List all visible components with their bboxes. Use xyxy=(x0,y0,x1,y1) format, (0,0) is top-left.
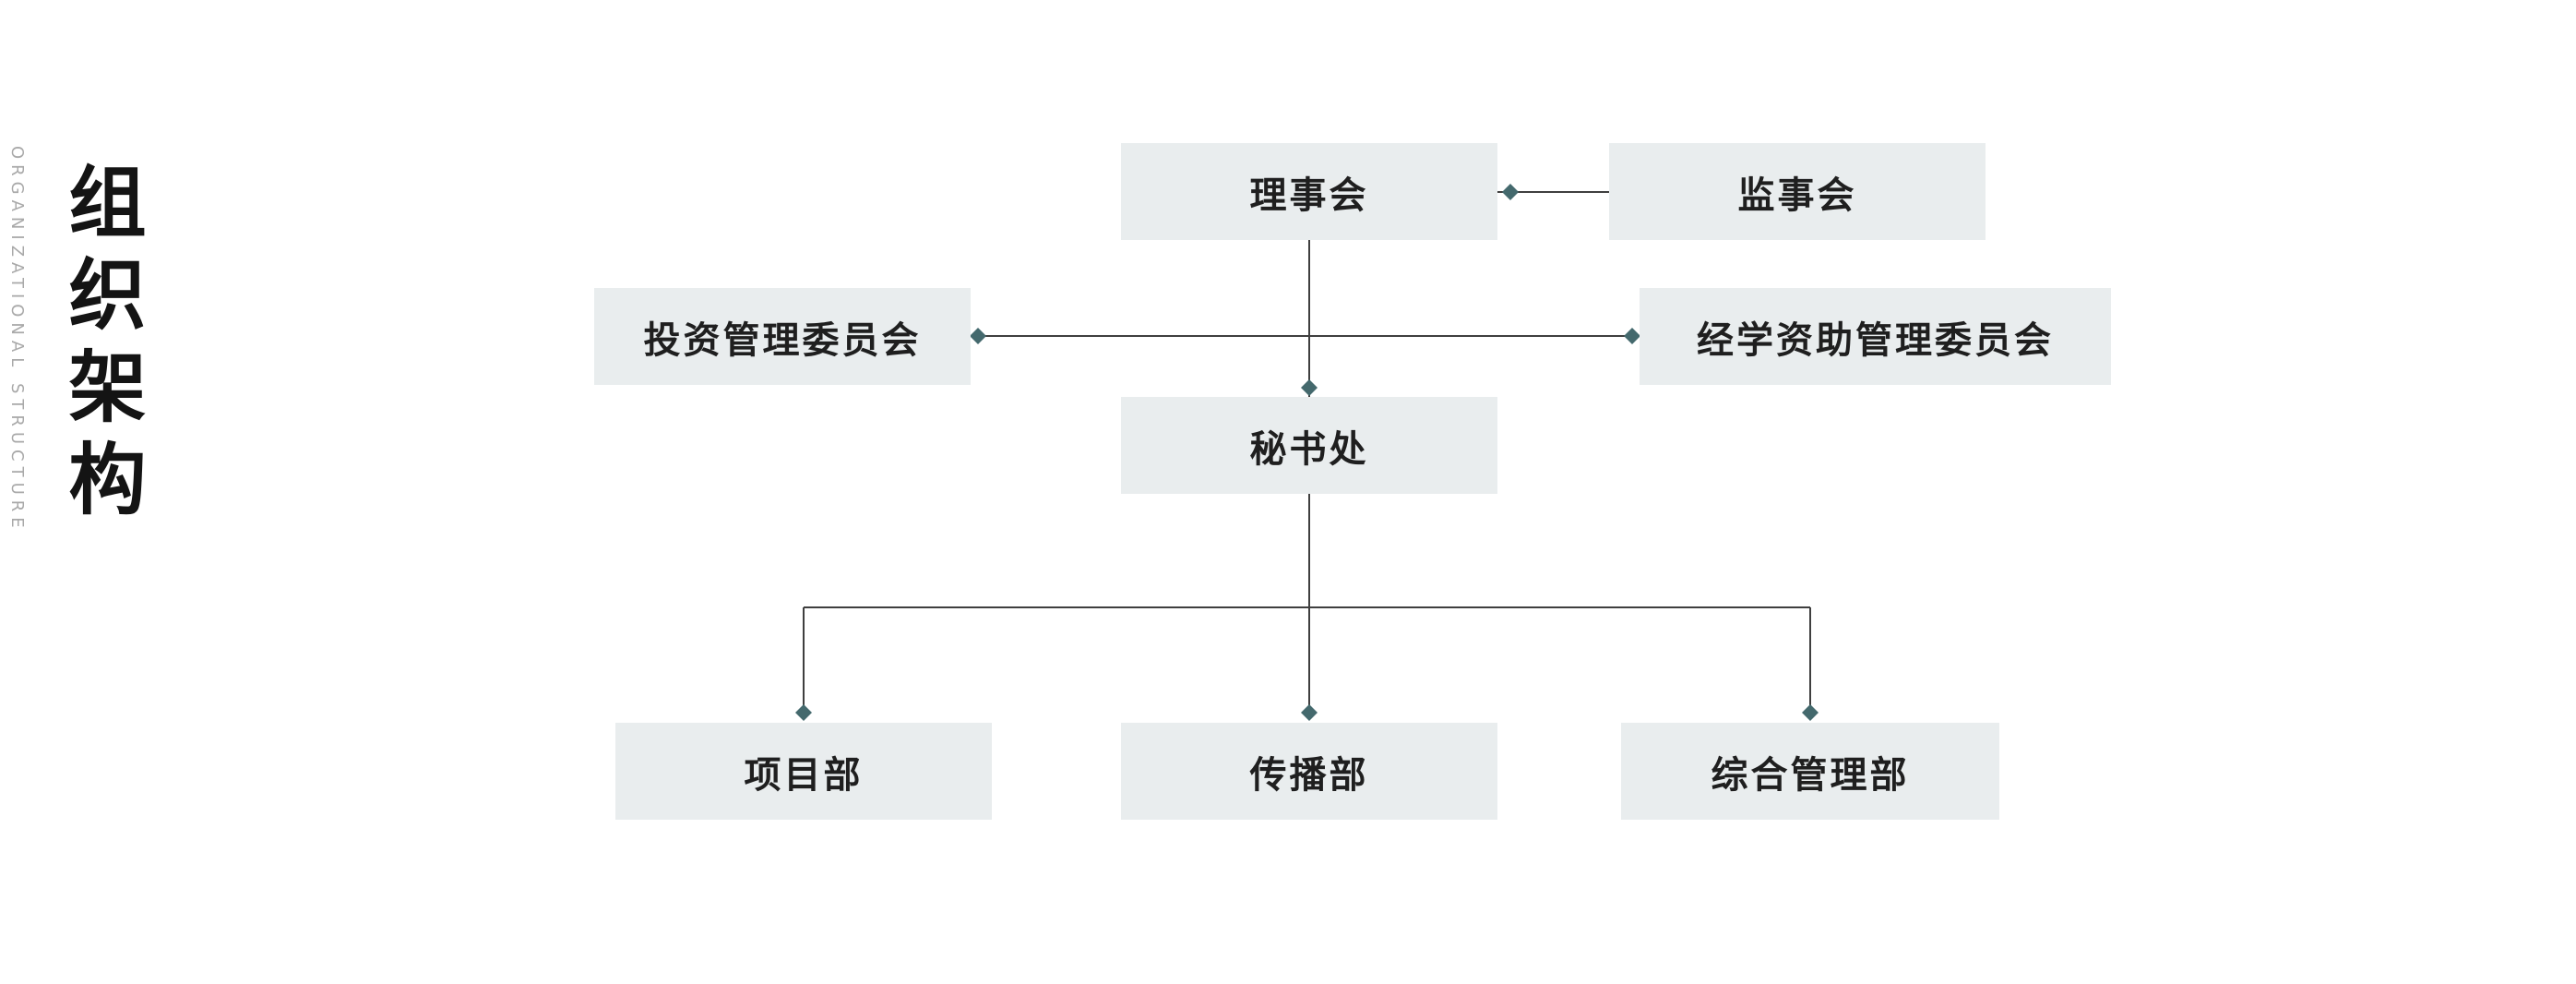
node-supervisory: 监事会 xyxy=(1609,143,1986,240)
node-communication-dept: 传播部 xyxy=(1121,723,1497,820)
diamond-investment-icon xyxy=(970,328,986,344)
diamond-board-supervisory-icon xyxy=(1502,184,1519,200)
diamond-project-icon xyxy=(795,704,812,721)
diamond-communication-icon xyxy=(1301,704,1318,721)
diamond-general-icon xyxy=(1802,704,1819,721)
node-board: 理事会 xyxy=(1121,143,1497,240)
node-general-admin-dept: 综合管理部 xyxy=(1621,723,1999,820)
node-project-dept: 项目部 xyxy=(615,723,992,820)
diamond-secretariat-icon xyxy=(1301,379,1318,396)
vertical-subtitle: ORGANIZATIONAL STRUCTURE xyxy=(7,146,27,534)
node-secretariat: 秘书处 xyxy=(1121,397,1497,494)
diamond-grant-icon xyxy=(1624,328,1640,344)
vertical-title: 组织架构 xyxy=(56,162,147,531)
node-investment-committee: 投资管理委员会 xyxy=(594,288,971,385)
node-grant-committee: 经学资助管理委员会 xyxy=(1640,288,2111,385)
